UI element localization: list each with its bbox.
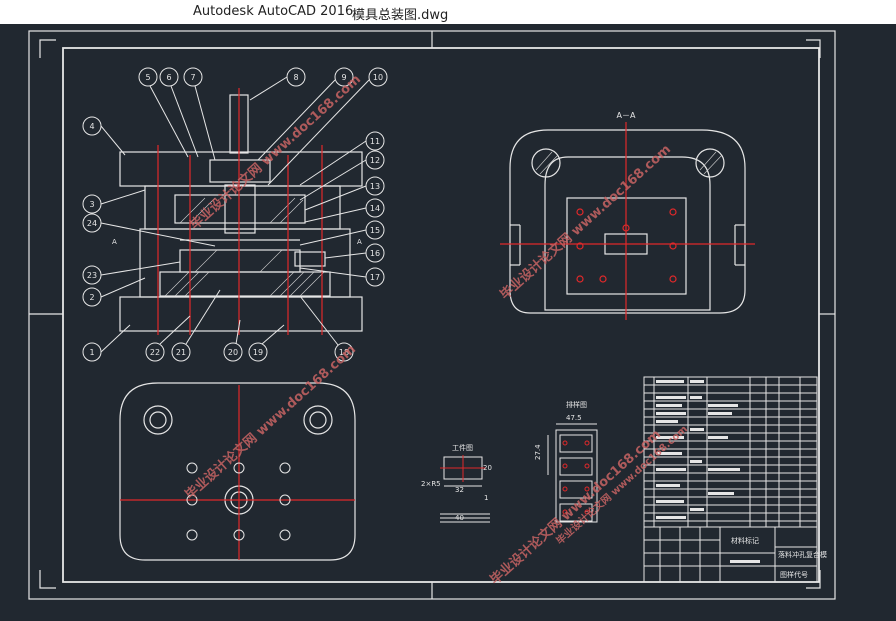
parts-list-entries: [656, 380, 760, 563]
drawing-canvas[interactable]: 1 2 3 4 5 6 7 8 9 10 11 12 13 14 15 16 1…: [0, 24, 896, 621]
app-title: Autodesk AutoCAD 2016: [193, 4, 354, 19]
window-titlebar: Autodesk AutoCAD 2016 模具总装图.dwg: [0, 0, 896, 24]
svg-text:47.5: 47.5: [566, 414, 582, 422]
outer-frame: [28, 30, 836, 600]
svg-text:19: 19: [253, 348, 263, 357]
svg-text:A: A: [112, 238, 117, 246]
svg-text:工件图: 工件图: [452, 443, 473, 452]
svg-text:1: 1: [484, 494, 488, 502]
bottom-plate-view: [119, 382, 356, 561]
svg-text:9: 9: [341, 73, 346, 82]
svg-text:7: 7: [190, 73, 195, 82]
section-marks: A A: [112, 238, 362, 246]
svg-text:18: 18: [339, 348, 349, 357]
svg-text:22: 22: [150, 348, 160, 357]
svg-text:11: 11: [370, 137, 380, 146]
section-label: A－A: [617, 111, 636, 120]
svg-text:13: 13: [370, 182, 380, 191]
svg-text:8: 8: [293, 73, 298, 82]
inner-frame: [62, 47, 820, 583]
balloon-labels: 1 2 3 4 5 6 7 8 9 10 11 12 13 14 15 16 1…: [87, 73, 383, 357]
watermark-3: 毕业设计论文网 www.doc168.com: [182, 341, 359, 503]
svg-text:10: 10: [373, 73, 383, 82]
strip-layout-labels: 排样图 47.5 27.4: [534, 400, 587, 460]
strip-holes: [562, 440, 590, 515]
hatch-guide-posts: [535, 151, 723, 175]
watermarks: 毕业设计论文网 www.doc168.com 毕业设计论文网 www.doc16…: [182, 71, 690, 588]
svg-text:3: 3: [89, 200, 94, 209]
bottom-plate-holes: [186, 462, 291, 541]
svg-text:20: 20: [228, 348, 238, 357]
section-view-a-a: [509, 129, 746, 314]
title-block-text: 材料标记 落料冲孔复合模 图样代号: [731, 536, 827, 579]
file-name: 模具总装图.dwg: [352, 8, 449, 23]
svg-text:材料标记: 材料标记: [731, 536, 759, 545]
svg-text:12: 12: [370, 156, 380, 165]
svg-text:23: 23: [87, 271, 97, 280]
svg-text:2×R5: 2×R5: [421, 480, 441, 488]
svg-text:排样图: 排样图: [566, 400, 587, 409]
svg-text:2: 2: [89, 293, 94, 302]
title-block: [643, 376, 818, 583]
blank-part-labels: 工件图 32 40 20 1 2×R5: [421, 443, 492, 522]
svg-text:1: 1: [89, 348, 94, 357]
svg-text:6: 6: [166, 73, 171, 82]
hatching: [164, 197, 325, 297]
svg-text:32: 32: [455, 486, 464, 494]
strip-layout-view: [547, 423, 598, 523]
section-holes: [576, 208, 677, 283]
assembly-section-view: [119, 94, 363, 332]
part-balloons: [82, 67, 388, 362]
svg-text:4: 4: [89, 122, 94, 131]
svg-text:落料冲孔复合模: 落料冲孔复合模: [778, 550, 827, 559]
svg-text:16: 16: [370, 249, 380, 258]
watermark-2: 毕业设计论文网 www.doc168.com: [497, 141, 674, 303]
svg-text:40: 40: [455, 514, 464, 522]
svg-text:14: 14: [370, 204, 380, 213]
svg-text:图样代号: 图样代号: [780, 570, 808, 579]
svg-text:20: 20: [483, 464, 492, 472]
svg-text:5: 5: [145, 73, 150, 82]
svg-text:21: 21: [176, 348, 186, 357]
svg-text:15: 15: [370, 226, 380, 235]
svg-text:17: 17: [370, 273, 380, 282]
section-center-lines: [500, 122, 755, 320]
watermark-4: 毕业设计论文网 www.doc168.com: [487, 426, 664, 588]
svg-text:24: 24: [87, 219, 97, 228]
svg-text:27.4: 27.4: [534, 444, 542, 460]
svg-text:A: A: [357, 238, 362, 246]
